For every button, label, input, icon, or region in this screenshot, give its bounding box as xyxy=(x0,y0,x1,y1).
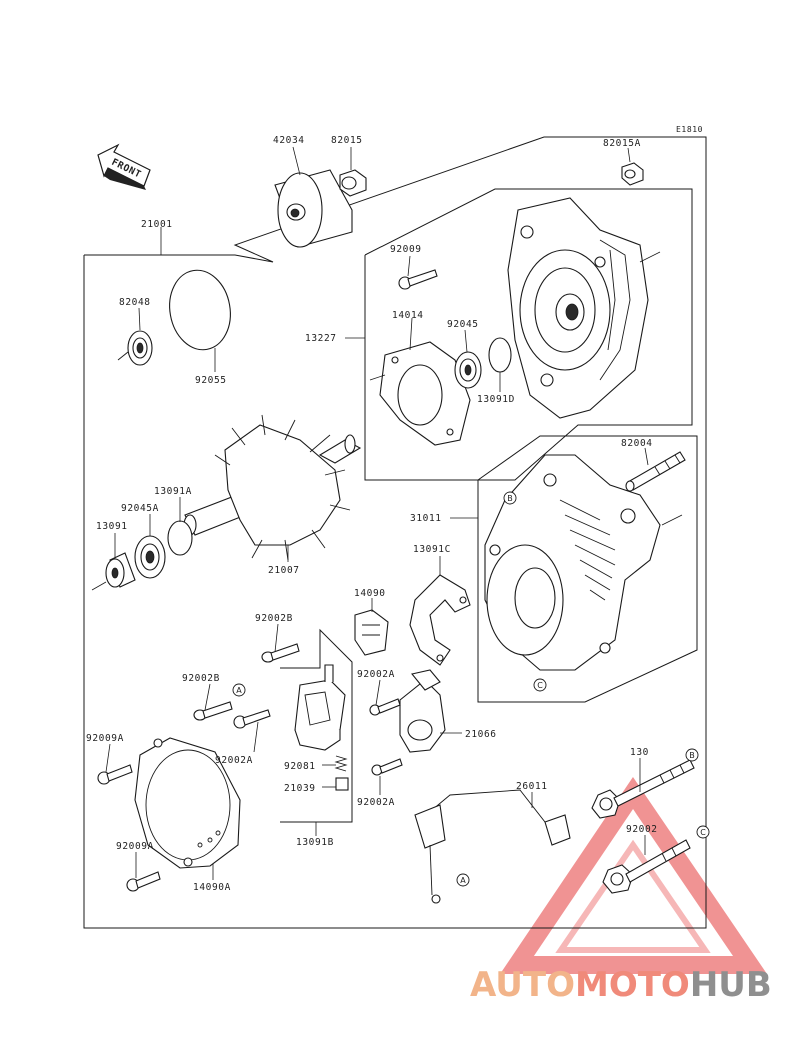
label-14090A: 14090A xyxy=(193,882,231,893)
label-92002: 92002 xyxy=(626,824,658,835)
ref-c-bolt: C xyxy=(696,825,710,839)
rear-housing-31011 xyxy=(484,454,683,671)
part-labels: 42034 82015 82015A 21001 92009 82048 132… xyxy=(86,135,658,893)
cover-14090A xyxy=(134,737,241,869)
screw-92002A-left xyxy=(233,709,271,729)
diagram-code: E1810 xyxy=(676,125,703,134)
ref-a-brush: A xyxy=(232,683,246,697)
label-13091C: 13091C xyxy=(413,544,451,555)
svg-text:B: B xyxy=(507,494,513,503)
label-92045: 92045 xyxy=(447,319,479,330)
plate-14014 xyxy=(369,341,471,446)
bearing-92045 xyxy=(454,351,482,389)
label-92002A-lower: 92002A xyxy=(357,797,395,808)
ring-13091A xyxy=(167,520,193,556)
watermark-triangle xyxy=(500,776,768,974)
label-92081: 92081 xyxy=(284,761,316,772)
ring-13091D xyxy=(488,337,512,373)
label-92009A-lower: 92009A xyxy=(116,841,154,852)
oring-92055 xyxy=(169,269,231,351)
main-outline-frame xyxy=(83,136,707,929)
svg-text:A: A xyxy=(460,876,466,885)
label-82048: 82048 xyxy=(119,297,151,308)
label-31011: 31011 xyxy=(410,513,442,524)
nut-82015 xyxy=(339,169,367,197)
bolt-130 xyxy=(591,759,695,819)
front-arrow: FRONT xyxy=(97,143,151,190)
label-13091D: 13091D xyxy=(477,394,515,405)
screw-92009 xyxy=(398,269,438,290)
bolt-82004 xyxy=(625,451,686,492)
leader-lines xyxy=(105,146,649,880)
watermark-moto: MOTO xyxy=(575,965,690,1005)
label-92045A: 92045A xyxy=(121,503,159,514)
ref-a-wire: A xyxy=(456,873,470,887)
screw-92002A-lower-right xyxy=(371,758,403,776)
svg-text:C: C xyxy=(537,681,543,690)
pulley-42034 xyxy=(274,169,353,248)
screw-92009A-upper xyxy=(97,764,133,785)
bearing-82048 xyxy=(117,330,153,366)
ref-c-housing: C xyxy=(533,678,547,692)
label-130: 130 xyxy=(630,747,649,758)
holder-13091C xyxy=(409,574,471,666)
screw-92009A-lower xyxy=(126,871,161,892)
upper-housing-frame xyxy=(364,188,693,481)
watermark-hub: HUB xyxy=(690,965,772,1005)
svg-text:C: C xyxy=(700,828,706,837)
label-14014: 14014 xyxy=(392,310,424,321)
spring-92081 xyxy=(334,755,348,772)
svg-text:A: A xyxy=(236,686,242,695)
label-14090: 14090 xyxy=(354,588,386,599)
label-92055: 92055 xyxy=(195,375,227,386)
label-13227: 13227 xyxy=(305,333,337,344)
rear-housing-frame xyxy=(477,435,698,703)
label-92002B-upper: 92002B xyxy=(255,613,293,624)
label-92009A-upper: 92009A xyxy=(86,733,124,744)
bolt-92002 xyxy=(602,839,691,894)
label-82015A: 82015A xyxy=(603,138,641,149)
label-13091: 13091 xyxy=(96,521,128,532)
brush-21039 xyxy=(335,777,349,791)
watermark-logo: AUTOMOTOHUB xyxy=(470,965,772,1005)
label-13091B: 13091B xyxy=(296,837,334,848)
front-housing-13227 xyxy=(507,197,661,419)
cover-14090 xyxy=(354,609,389,656)
label-21066: 21066 xyxy=(465,729,497,740)
svg-text:B: B xyxy=(689,751,695,760)
label-21039: 21039 xyxy=(284,783,316,794)
ref-b-housing: B xyxy=(503,491,517,505)
watermark-auto: AUTO xyxy=(470,965,575,1005)
ref-b-bolt: B xyxy=(685,748,699,762)
label-92002B-lower: 92002B xyxy=(182,673,220,684)
label-21001: 21001 xyxy=(141,219,173,230)
svg-text:AUTOMOTOHUB: AUTOMOTOHUB xyxy=(470,965,772,1005)
regulator-21066 xyxy=(399,669,446,753)
wire-lead-26011 xyxy=(414,789,571,904)
brush-assembly-frame xyxy=(280,628,353,823)
label-13091A: 13091A xyxy=(154,486,192,497)
label-26011: 26011 xyxy=(516,781,548,792)
spacer-13091 xyxy=(91,552,136,591)
label-82015: 82015 xyxy=(331,135,363,146)
screw-92002B-upper xyxy=(261,643,300,663)
rotor-21007 xyxy=(183,414,362,561)
label-21007: 21007 xyxy=(268,565,300,576)
label-92009: 92009 xyxy=(390,244,422,255)
screw-92002B-lower xyxy=(193,701,233,721)
brush-holder-13091B xyxy=(294,664,346,751)
label-92002A-left: 92002A xyxy=(215,755,253,766)
label-82004: 82004 xyxy=(621,438,653,449)
label-42034: 42034 xyxy=(273,135,305,146)
bearing-92045A xyxy=(134,535,166,579)
label-92002A-upper: 92002A xyxy=(357,669,395,680)
nut-82015A xyxy=(621,162,644,186)
screw-92002A-upper-right xyxy=(369,698,401,716)
